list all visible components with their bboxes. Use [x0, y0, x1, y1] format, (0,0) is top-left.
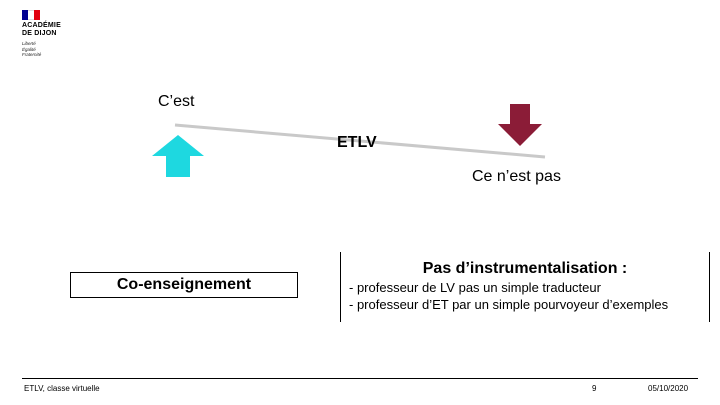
academie-logo: ACADÉMIE DE DIJON Liberté Égalité Frater…	[22, 10, 82, 64]
ce-nest-pas-label: Ce n’est pas	[472, 168, 561, 185]
motto-fraternite: Fraternité	[22, 52, 42, 57]
logo-line-1: ACADÉMIE	[22, 22, 61, 29]
list-item: - professeur d’ET par un simple pourvoye…	[349, 297, 669, 312]
page-number: 9	[592, 384, 597, 393]
logo-motto: Liberté Égalité Fraternité	[22, 41, 82, 58]
instrumentalisation-title: Pas d’instrumentalisation :	[422, 260, 628, 277]
list-item: - professeur de LV pas un simple traduct…	[349, 280, 601, 295]
footer-title: ETLV, classe virtuelle	[24, 384, 100, 393]
etlv-label: ETLV	[337, 134, 377, 151]
footer-divider	[22, 378, 698, 379]
up-arrow-icon	[152, 135, 204, 177]
motto-liberte: Liberté	[22, 41, 36, 46]
french-flag-icon	[22, 10, 40, 20]
down-arrow-icon	[498, 104, 542, 146]
motto-egalite: Égalité	[22, 46, 36, 52]
cest-label: C’est	[158, 93, 195, 110]
instrumentalisation-box: Pas d’instrumentalisation : - professeur…	[340, 252, 710, 322]
logo-line-2: DE DIJON	[22, 30, 57, 37]
co-enseignement-box: Co-enseignement	[70, 272, 298, 298]
co-enseignement-label: Co-enseignement	[116, 276, 252, 293]
footer-date: 05/10/2020	[648, 384, 689, 393]
